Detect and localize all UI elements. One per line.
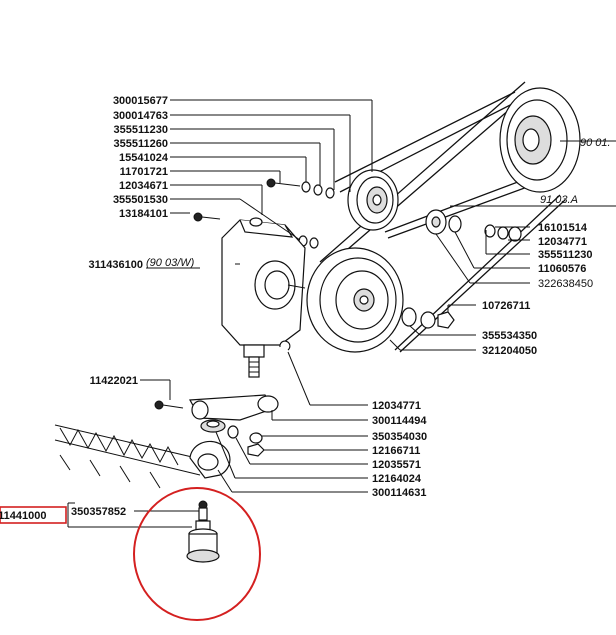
- label-300015677: 300015677: [113, 95, 168, 107]
- label-355511230: 355511230: [114, 124, 168, 136]
- label-355501530: 355501530: [113, 194, 168, 206]
- highlighted-bushing: [186, 500, 220, 563]
- label-12034771-b: 12034771: [372, 400, 421, 412]
- label-350357852: 350357852: [71, 506, 126, 518]
- middle-pulley: [347, 169, 399, 231]
- upper-pulley: [499, 87, 581, 193]
- label-355511260: 355511260: [114, 138, 168, 150]
- label-355534350: 355534350: [482, 330, 537, 342]
- label-321204050: 321204050: [482, 345, 537, 357]
- highlight-circle: [133, 487, 261, 621]
- cutter-bar: [54, 424, 206, 489]
- label-13184101: 13184101: [119, 208, 168, 220]
- label-300114494: 300114494: [372, 415, 427, 427]
- ref-9003w: (90 03/W): [146, 257, 195, 269]
- label-11060576: 11060576: [538, 263, 586, 275]
- label-11422021: 11422021: [90, 375, 138, 387]
- ref-9001: 90 01.: [580, 137, 611, 149]
- right-small-parts: [401, 224, 522, 329]
- label-12166711: 12166711: [372, 445, 420, 457]
- label-16101514: 16101514: [538, 222, 588, 234]
- part-labels: 300015677 300014763 355511230 355511260 …: [0, 95, 611, 522]
- ref-9103a: 91 03.A: [540, 194, 578, 206]
- label-311441000: 311441000: [0, 510, 46, 522]
- label-355511230-b: 355511230: [538, 249, 592, 261]
- label-12034671: 12034671: [119, 180, 168, 192]
- label-350354030: 350354030: [372, 431, 427, 443]
- label-311436100: 311436100: [89, 259, 143, 271]
- label-300114631: 300114631: [372, 487, 426, 499]
- label-300014763: 300014763: [113, 110, 168, 122]
- label-322638450: 322638450: [538, 278, 593, 290]
- lever-arm: [154, 394, 279, 479]
- highlight-box-311441000: [0, 506, 67, 524]
- label-15541024: 15541024: [119, 152, 169, 164]
- leader-lines: [67, 99, 616, 528]
- label-12035571: 12035571: [372, 459, 421, 471]
- label-11701721: 11701721: [120, 166, 168, 178]
- label-10726711: 10726711: [482, 300, 530, 312]
- label-12034771-a: 12034771: [538, 236, 587, 248]
- large-pulley: [306, 247, 404, 353]
- gearbox: [221, 217, 306, 378]
- label-12164024: 12164024: [372, 473, 422, 485]
